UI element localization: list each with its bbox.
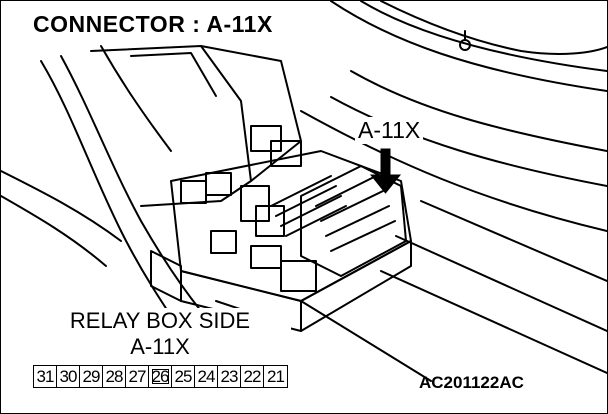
panel-edge-4 (300, 300, 432, 382)
panel-edge-3 (380, 270, 607, 374)
relay-block-9 (280, 260, 317, 292)
pin-cell: 25 (172, 366, 195, 387)
bracket-left (150, 250, 182, 302)
callout-arrow (369, 148, 402, 194)
harness-left-1 (40, 60, 182, 332)
connector-title: CONNECTOR : A-11X (29, 11, 277, 38)
fender-curve-outer (330, 1, 607, 92)
relay-box-side-label: RELAY BOX SIDE A-11X (29, 308, 291, 360)
tank-line-2 (330, 96, 607, 187)
relay-block-1 (250, 125, 282, 152)
pin-cell: 26 (149, 366, 172, 387)
relay-block-2 (270, 140, 302, 167)
pin-cell: 24 (195, 366, 218, 387)
panel-edge-2 (395, 235, 607, 332)
hose-left-2 (1, 195, 107, 267)
hose-left (1, 170, 122, 242)
relay-block-8 (250, 245, 282, 269)
connector-a11x (300, 165, 407, 277)
relay-box-side-line1: RELAY BOX SIDE (69, 308, 251, 333)
battery-top (130, 52, 217, 97)
relay-box-side-line2: A-11X (130, 334, 190, 359)
relay-block-4 (205, 172, 232, 196)
pin-cell: 28 (103, 366, 126, 387)
pin-cell: 29 (80, 366, 103, 387)
harness-left-3 (100, 45, 172, 152)
pin-cell: 22 (241, 366, 264, 387)
connector-a11x-ribs (315, 175, 396, 252)
panel-edge-1 (420, 200, 607, 282)
tank-line-1 (350, 70, 607, 152)
pin-cell: 23 (218, 366, 241, 387)
pin-cell: 31 (34, 366, 57, 387)
relay-block-7 (210, 230, 237, 254)
battery-box (90, 45, 252, 207)
fender-curve-inner (360, 1, 607, 72)
fuse-grid (270, 175, 347, 237)
strut-tower (380, 1, 607, 55)
pin-cell: 27 (126, 366, 149, 387)
tank-line-3 (300, 110, 607, 232)
relay-block-3 (180, 180, 207, 204)
figure-code: AC201122AC (419, 373, 524, 392)
relay-box-right-face (300, 240, 412, 332)
callout-label: A-11X (355, 117, 424, 144)
pin-cell: 30 (57, 366, 80, 387)
pin-cell: 21 (267, 366, 285, 386)
